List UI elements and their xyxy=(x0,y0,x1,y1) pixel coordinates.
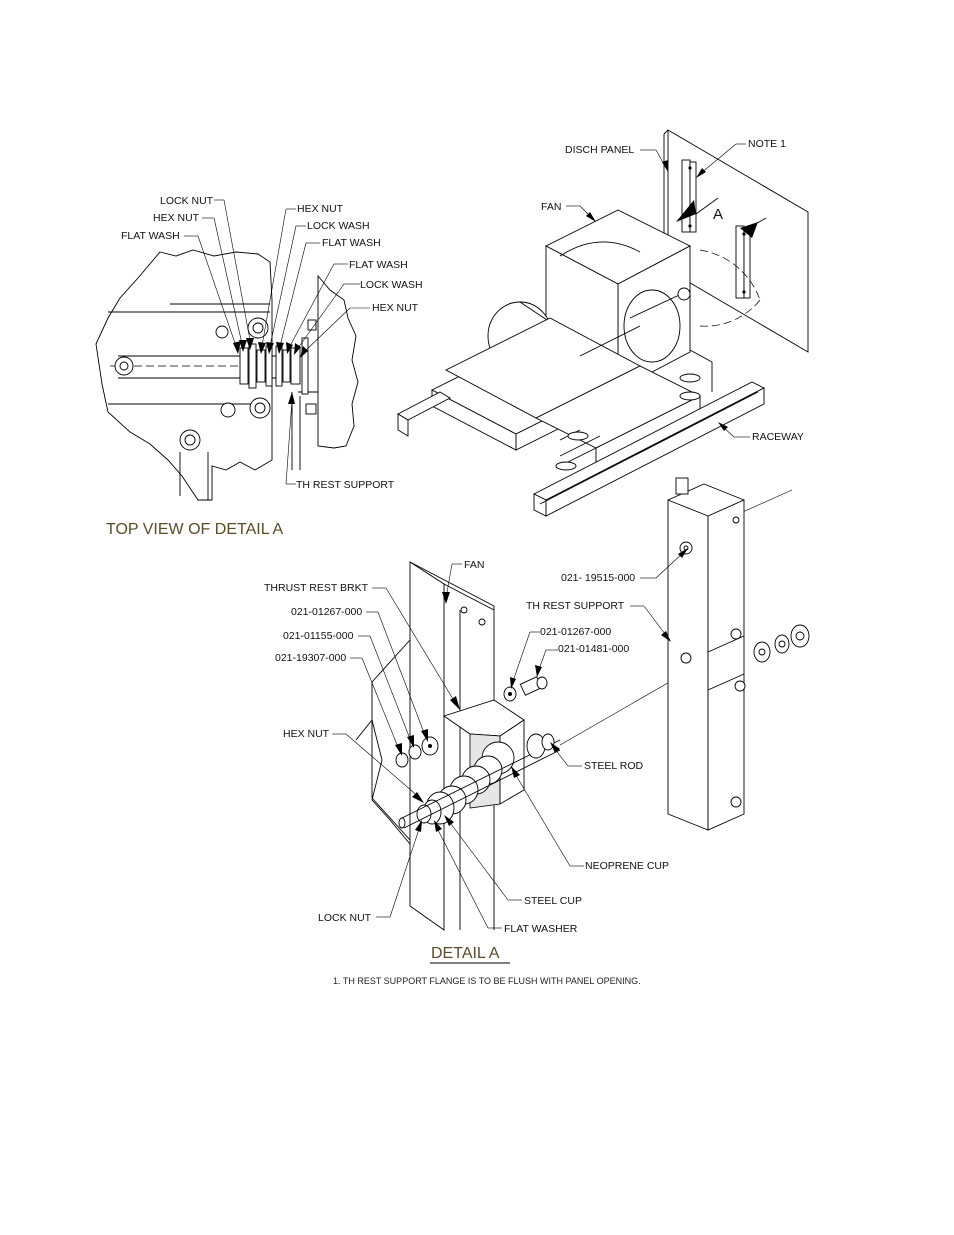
top-view-title: TOP VIEW OF DETAIL A xyxy=(106,521,284,538)
section-a-label: A xyxy=(713,206,723,223)
detail-hex-nut-label: HEX NUT xyxy=(283,728,330,740)
part-01481-label: 021-01481-000 xyxy=(558,643,629,655)
fan-label: FAN xyxy=(541,201,561,213)
fan-assembly-drawing xyxy=(397,129,809,517)
detail-lock-nut-label: LOCK NUT xyxy=(318,912,372,924)
part-01155-label: 021-01155-000 xyxy=(283,630,354,642)
part-01267-right-label: 021-01267-000 xyxy=(540,626,611,638)
part-19515-label: 021- 19515-000 xyxy=(561,572,635,584)
part-01267-left-label: 021-01267-000 xyxy=(291,606,362,618)
raceway-label: RACEWAY xyxy=(752,431,804,443)
th-rest-support-top-label: TH REST SUPPORT xyxy=(296,479,395,491)
flat-washer-label: FLAT WASHER xyxy=(504,923,578,935)
detail-th-rest-support-label: TH REST SUPPORT xyxy=(526,600,625,612)
note-1-label: NOTE 1 xyxy=(748,138,786,150)
hex-nut-left-label: HEX NUT xyxy=(153,212,200,224)
part-19307-label: 021-19307-000 xyxy=(275,652,346,664)
detail-fan-label: FAN xyxy=(464,559,484,571)
thrust-rest-brkt-label: THRUST REST BRKT xyxy=(264,582,369,594)
lock-nut-label: LOCK NUT xyxy=(160,195,214,207)
fan-assembly-callouts: DISCH PANEL NOTE 1 FAN A RACEWAY xyxy=(541,138,804,443)
flat-wash-1-label: FLAT WASH xyxy=(322,237,381,249)
note-1-text: 1. TH REST SUPPORT FLANGE IS TO BE FLUSH… xyxy=(333,976,641,986)
top-view-callouts: LOCK NUT HEX NUT FLAT WASH HEX NUT LOCK … xyxy=(106,195,423,538)
detail-a-callouts: FAN THRUST REST BRKT 021-01267-000 021-0… xyxy=(264,548,688,986)
lock-wash-2-label: LOCK WASH xyxy=(360,279,423,291)
top-view-drawing xyxy=(95,249,359,501)
lock-wash-1-label: LOCK WASH xyxy=(307,220,370,232)
steel-cup-label: STEEL CUP xyxy=(524,895,582,907)
steel-rod-label: STEEL ROD xyxy=(584,760,644,772)
detail-a-title: DETAIL A xyxy=(431,945,500,962)
detail-a-drawing xyxy=(355,477,810,931)
hex-nut-1-label: HEX NUT xyxy=(297,203,344,215)
hex-nut-2-label: HEX NUT xyxy=(372,302,419,314)
flat-wash-left-label: FLAT WASH xyxy=(121,230,180,242)
neoprene-cup-label: NEOPRENE CUP xyxy=(585,860,669,872)
flat-wash-2-label: FLAT WASH xyxy=(349,259,408,271)
disch-panel-label: DISCH PANEL xyxy=(565,144,634,156)
